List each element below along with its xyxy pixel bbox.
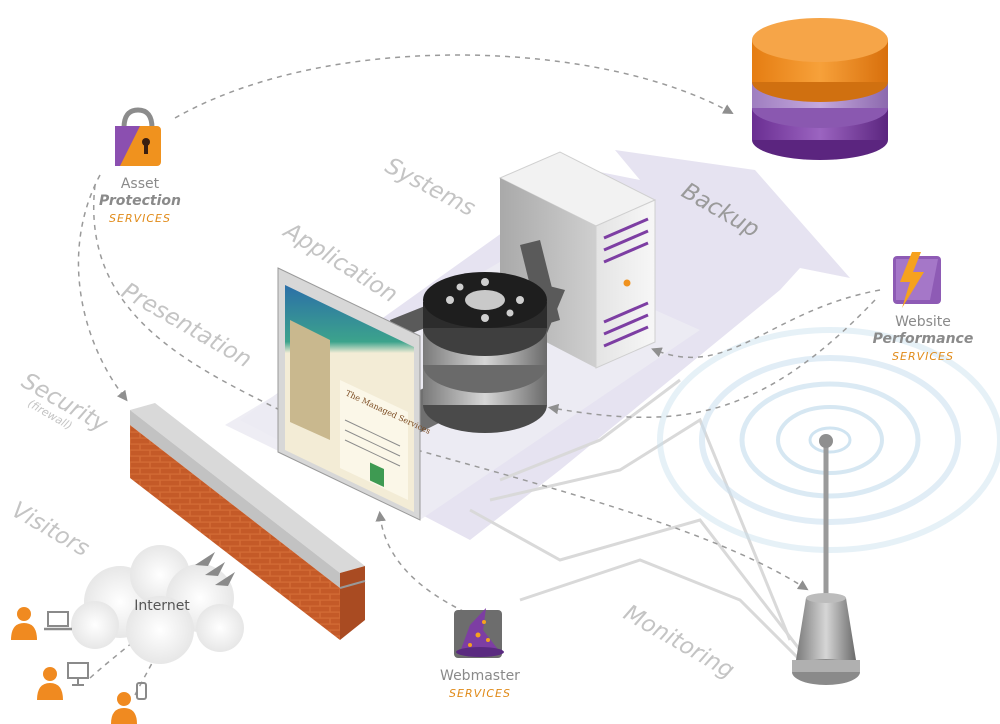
website-label-line2: Performance: [872, 331, 974, 347]
server-power-light: [623, 279, 631, 287]
lightning-icon: [893, 252, 941, 308]
application-hub: [423, 272, 547, 433]
webmaster-services-label: Webmaster SERVICES: [430, 668, 530, 702]
webmaster-label-line1: Webmaster: [440, 668, 520, 684]
asset-protection-services-label: Asset Protection SERVICES: [90, 176, 190, 227]
monitoring-lines: [469, 378, 802, 662]
internet-label: Internet: [134, 598, 190, 614]
wireless-signal-rings: [657, 327, 1000, 553]
phone-icon: [136, 682, 147, 700]
internet-cloud: [71, 545, 244, 664]
lock-icon: [115, 107, 161, 166]
visitor-mobile-user: [111, 682, 147, 724]
monitor-icon: [67, 662, 89, 679]
user-icon: [43, 667, 57, 681]
server-purple-vents: [603, 217, 649, 348]
user-icon: [17, 607, 31, 621]
website-performance-services-label: Website Performance SERVICES: [868, 314, 978, 365]
user-icon: [117, 692, 131, 706]
asset-label-line3: SERVICES: [109, 212, 171, 225]
backup-database: [752, 18, 888, 160]
laptop-icon: [47, 611, 69, 627]
website-label-line1: Website: [895, 314, 951, 330]
asset-label-line1: Asset: [120, 176, 160, 192]
website-label-line3: SERVICES: [892, 350, 954, 363]
browser-window: [277, 267, 421, 521]
monitoring-antenna: [792, 434, 860, 685]
cloud-to-firewall-arrows: [195, 552, 235, 586]
wizard-hat-icon: [454, 608, 504, 658]
webmaster-label-line3: SERVICES: [449, 687, 511, 700]
asset-label-line2: Protection: [99, 193, 181, 209]
visitor-desktop-user: [37, 662, 89, 700]
visitor-laptop-user: [11, 607, 72, 640]
firewall-wall: [130, 403, 366, 640]
